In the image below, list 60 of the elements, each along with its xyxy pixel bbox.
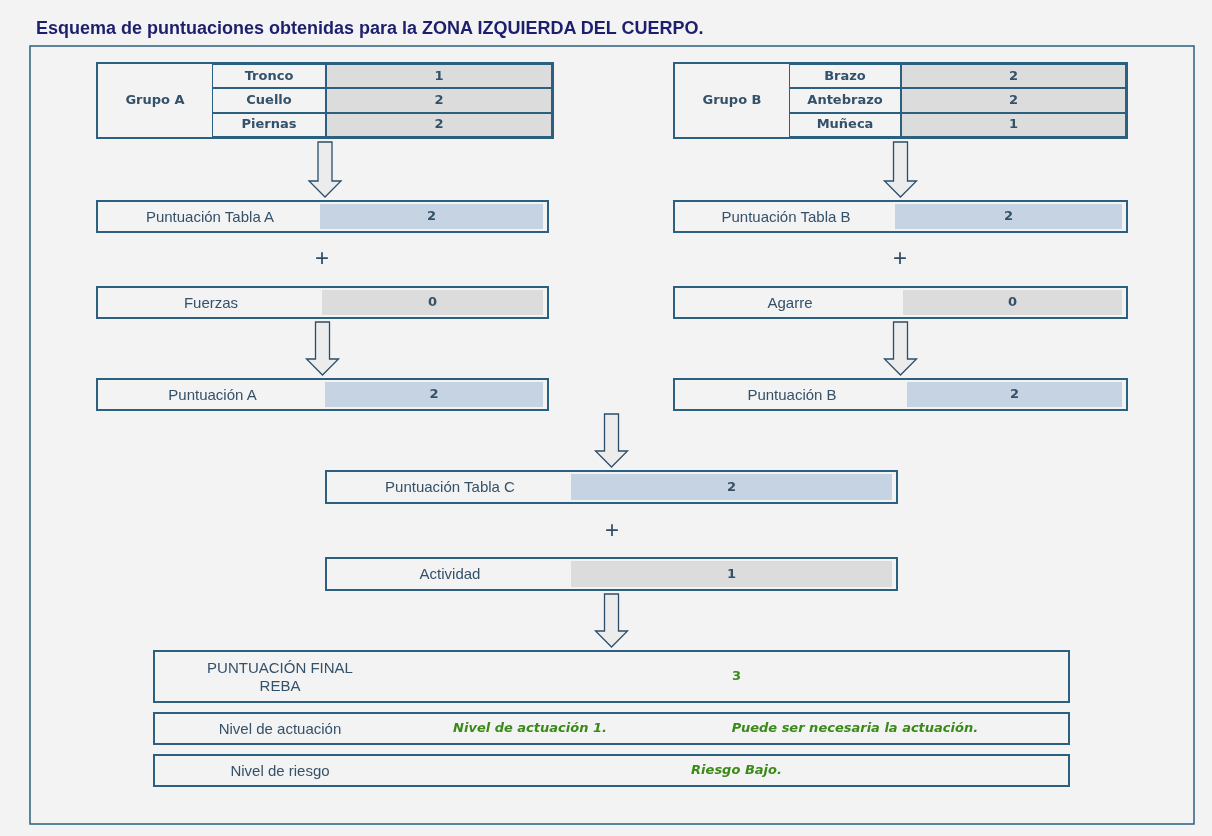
value-cell: 2 [325, 382, 543, 407]
part-cell: Cuello [212, 88, 326, 113]
score-row [96, 286, 549, 319]
score-label: Puntuación Tabla B [720, 206, 852, 227]
score-row [96, 200, 549, 233]
score-label: Fuerzas [182, 292, 240, 313]
result-text: Puede ser necesaria la actuación. [730, 719, 980, 738]
score-label: Nivel de actuación [217, 718, 343, 739]
title: Esquema de puntuaciones obtenidas para la ZONA IZQUIERDA DEL CUERPO. [36, 16, 704, 40]
score-label: Agarre [766, 292, 814, 313]
block-arrow [304, 321, 341, 376]
score-label: PUNTUACIÓN FINAL REBA [206, 658, 354, 696]
block-arrow [882, 141, 919, 198]
result-text: 3 [730, 667, 742, 686]
score-row [153, 754, 1070, 787]
plus-sign: + [604, 516, 620, 544]
score-row [153, 712, 1070, 745]
group-label: Grupo A [124, 91, 186, 110]
score-label: Puntuación Tabla C [384, 477, 516, 498]
part-cell: Brazo [789, 64, 901, 89]
value-cell: 1 [326, 64, 552, 89]
score-table [96, 62, 554, 139]
score-row [325, 557, 898, 591]
part-cell: Muñeca [789, 112, 901, 137]
score-label: Puntuación A [167, 384, 258, 405]
part-cell: Tronco [212, 64, 326, 89]
value-cell: 2 [901, 88, 1126, 113]
part-cell: Antebrazo [789, 88, 901, 113]
block-arrow [593, 413, 630, 468]
block-arrow [882, 321, 919, 376]
score-label: Puntuación Tabla A [144, 206, 276, 227]
score-label: Puntuación B [746, 384, 838, 405]
score-label: Actividad [418, 564, 482, 585]
value-cell: 2 [326, 88, 552, 113]
plus-sign: + [314, 244, 330, 272]
score-row [153, 650, 1070, 703]
group-label: Grupo B [701, 91, 763, 110]
value-cell: 2 [326, 112, 552, 137]
plus-sign: + [892, 244, 908, 272]
value-cell: 2 [907, 382, 1122, 407]
score-row [673, 378, 1128, 411]
value-cell: 2 [320, 204, 543, 229]
block-arrow [593, 593, 630, 648]
score-row [96, 378, 549, 411]
value-cell: 1 [901, 112, 1126, 137]
score-label: Nivel de riesgo [229, 760, 331, 781]
score-table [673, 62, 1128, 139]
score-row [673, 200, 1128, 233]
value-cell: 2 [571, 474, 892, 500]
value-cell: 1 [571, 561, 892, 587]
result-text: Riesgo Bajo. [690, 761, 783, 780]
value-cell: 2 [895, 204, 1122, 229]
score-row [673, 286, 1128, 319]
value-cell: 2 [901, 64, 1126, 89]
block-arrow [307, 141, 343, 198]
value-cell: 0 [322, 290, 543, 315]
part-cell: Piernas [212, 112, 326, 137]
result-text: Nivel de actuación 1. [452, 719, 608, 738]
score-row [325, 470, 898, 504]
value-cell: 0 [903, 290, 1122, 315]
